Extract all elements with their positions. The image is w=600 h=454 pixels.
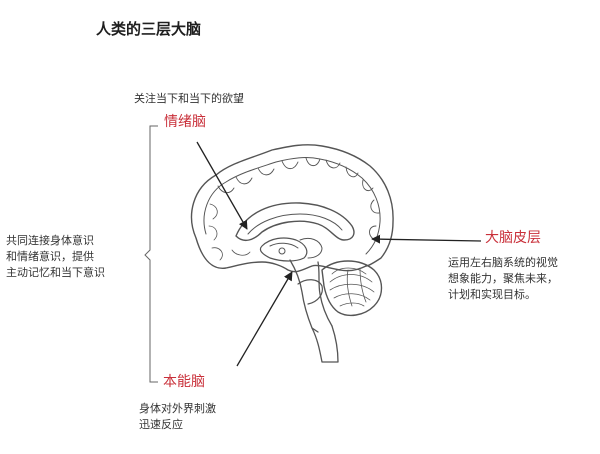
emotional-brain-label: 情绪脑 (164, 114, 206, 130)
brain-sketch (190, 144, 394, 363)
page-title: 人类的三层大脑 (96, 20, 202, 38)
instinct-brain-note: 身体对外界刺激 迅速反应 (139, 402, 216, 431)
cortex-label: 大脑皮层 (485, 230, 541, 246)
instinct-brain-arrow (236, 271, 293, 367)
cortex-note: 运用左右脑系统的视觉 想象能力，聚焦未来， 计划和实现目标。 (448, 256, 558, 301)
pointer-arrows (196, 141, 482, 367)
cortex-arrow (371, 234, 482, 244)
emotional-brain-note: 关注当下和当下的欲望 (134, 92, 244, 105)
instinct-brain-label: 本能脑 (163, 374, 205, 390)
integration-note: 共同连接身体意识 和情绪意识，提供 主动记忆和当下意识 (6, 234, 105, 279)
emotional-brain-arrow (196, 141, 248, 230)
left-bracket (144, 125, 158, 383)
